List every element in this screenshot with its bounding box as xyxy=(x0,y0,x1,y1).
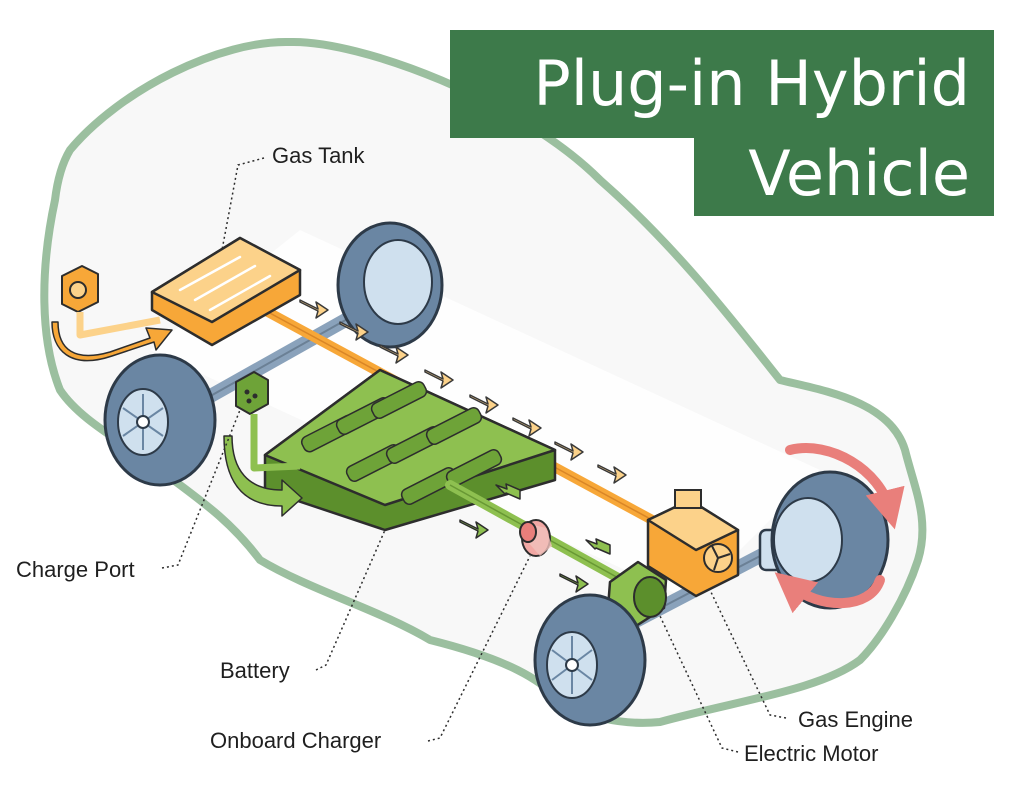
gas-fill-line xyxy=(76,312,161,339)
battery-pack xyxy=(263,368,557,532)
gas-pump-icon xyxy=(61,265,99,313)
charge-line xyxy=(250,414,301,472)
rear-left-wheel xyxy=(103,353,217,487)
title-line-1: Plug-in Hybrid xyxy=(450,30,994,138)
front-left-wheel xyxy=(533,593,647,727)
charge-arrow xyxy=(223,435,303,517)
label-battery: Battery xyxy=(220,658,290,683)
gas-fill-arrow xyxy=(51,321,173,362)
label-gas-tank: Gas Tank xyxy=(272,143,365,168)
gas-tank xyxy=(150,236,302,347)
rotation-arrows-icon xyxy=(774,443,905,614)
leader-charge-port xyxy=(161,409,241,569)
leader-gas-engine xyxy=(709,589,787,719)
leader-battery xyxy=(315,529,386,671)
title-line-2: Vehicle xyxy=(694,138,994,216)
plug-icon xyxy=(235,371,269,415)
leader-gas-tank xyxy=(221,157,265,251)
gas-engine xyxy=(646,489,740,598)
rear-right-wheel xyxy=(336,221,444,349)
fuel-flow-arrows xyxy=(299,299,627,484)
label-charge-port: Charge Port xyxy=(16,557,135,582)
label-gas-engine: Gas Engine xyxy=(798,707,913,732)
electric-flow-arrows xyxy=(459,483,611,593)
chassis-floor xyxy=(150,230,820,600)
leader-electric-motor xyxy=(659,615,739,753)
onboard-charger xyxy=(519,519,552,557)
label-onboard-charger: Onboard Charger xyxy=(210,728,382,753)
label-electric-motor: Electric Motor xyxy=(744,741,879,766)
